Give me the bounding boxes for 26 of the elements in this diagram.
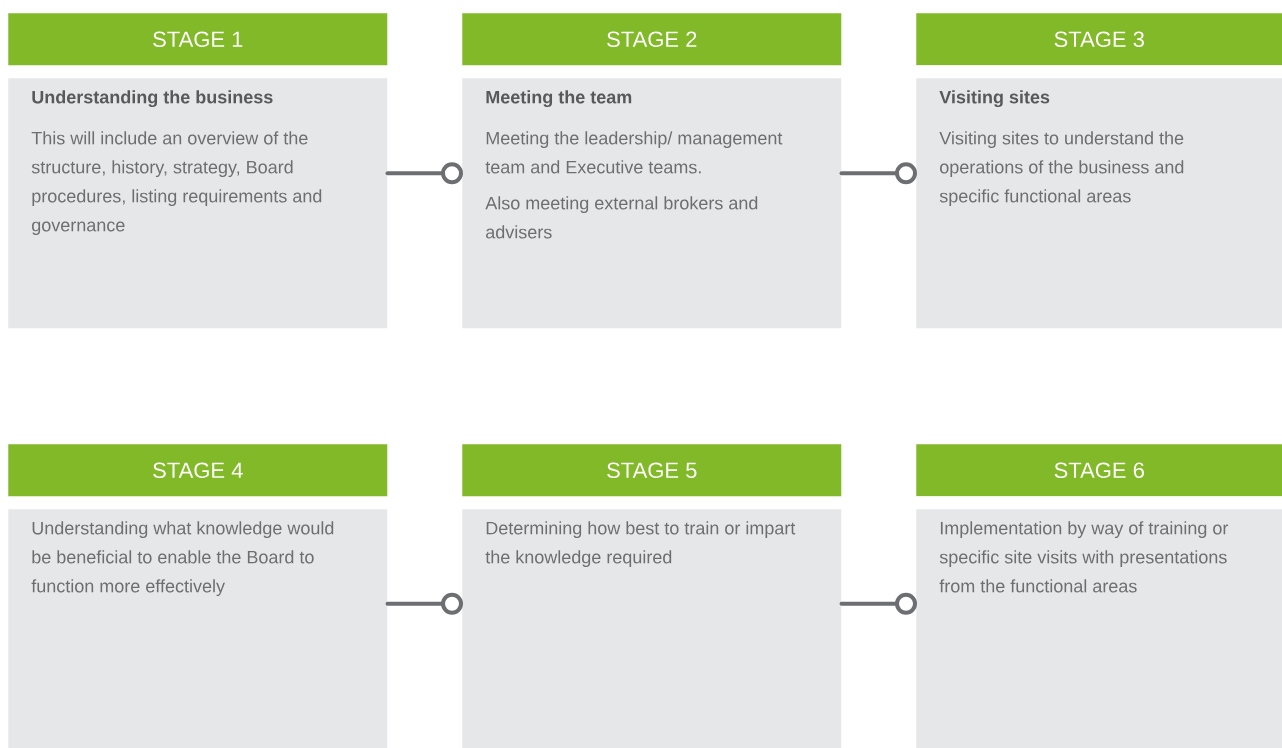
stage-band: STAGE 1 [8,13,388,66]
description: Visiting sites to understand the operations of the business and specific functional areas [939,131,1184,207]
description: This will include an overview of the structure, history, strategy, Board procedures, listing requirements and governance [31,131,322,236]
heading: Visiting sites [939,90,1050,108]
connector [839,162,917,185]
stage-band: STAGE 5 [462,444,842,497]
stage-band: STAGE 2 [462,13,842,66]
stage-box [462,509,842,748]
description: Determining how best to train or impart the knowledge required [485,521,796,568]
stage-box [462,78,842,329]
connector [385,162,463,185]
description: Meeting the leadership/ management team and Executive teams. [485,131,783,174]
connector [839,592,917,615]
description: Implementation by way of training or specific site visits with presentations from the functional areas [939,521,1229,593]
description: Also meeting external brokers and advisers [485,196,758,239]
stage-box [8,509,388,748]
heading: Understanding the business [32,90,273,108]
stage-box [916,78,1282,329]
heading: Meeting the team [486,90,632,108]
stage-box [8,78,388,329]
description: Understanding what knowledge would be beneficial to enable the Board to function more effectively [31,521,334,597]
stage-band: STAGE 4 [8,444,388,497]
connector [385,592,463,615]
stage-band: STAGE 6 [916,444,1282,497]
stage-band: STAGE 3 [916,13,1282,66]
stage-box [916,509,1282,748]
